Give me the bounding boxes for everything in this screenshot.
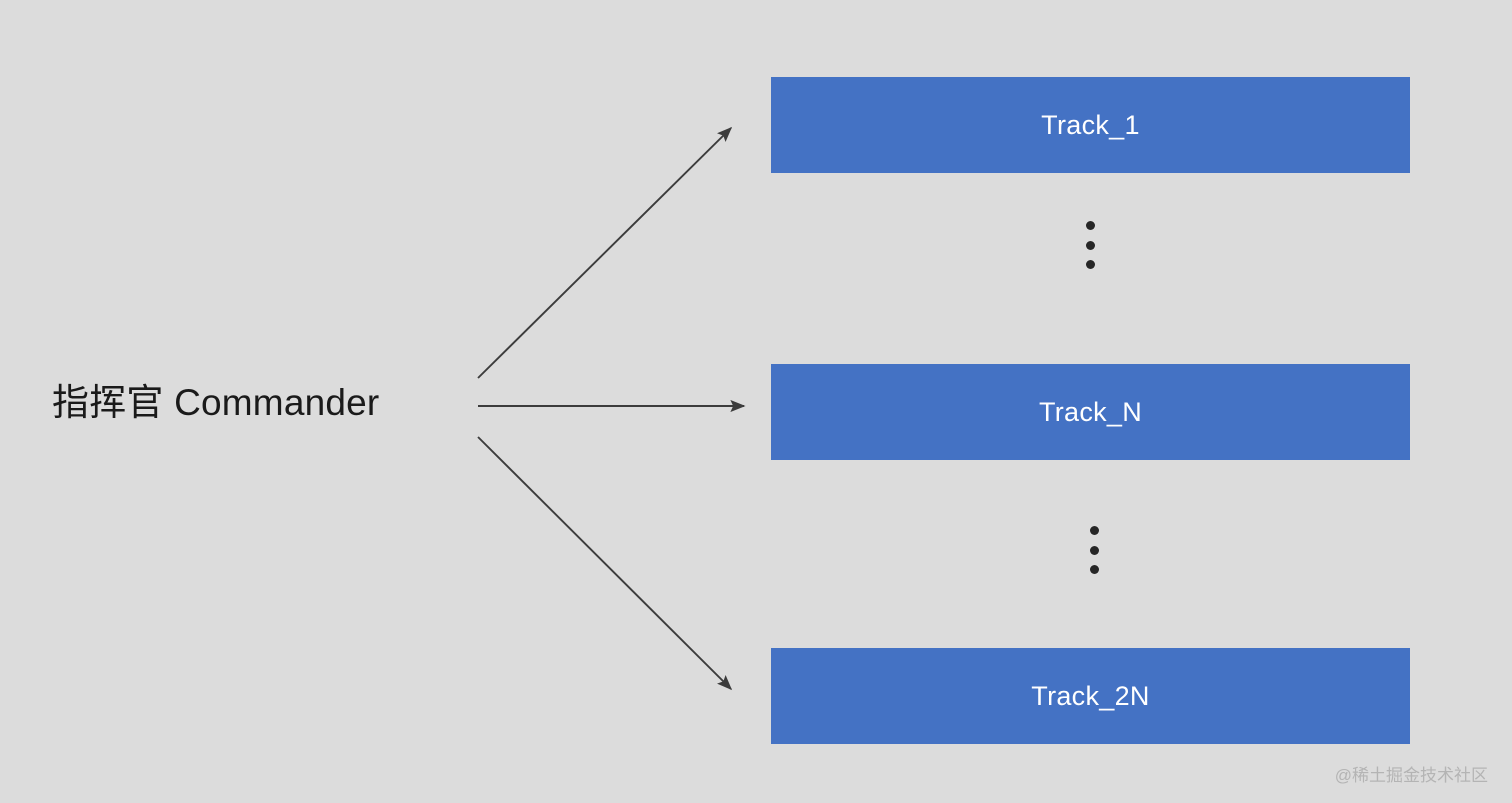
commander-node-label: 指挥官 Commander <box>52 382 380 423</box>
ellipsis-dot <box>1085 221 1095 230</box>
ellipsis-dot <box>1085 260 1095 269</box>
track-box-track-n[interactable]: Track_N <box>771 364 1410 460</box>
track-box-label: Track_1 <box>1041 110 1140 140</box>
track-box-label: Track_N <box>1038 397 1143 427</box>
track-box-track-2n[interactable]: Track_2N <box>771 648 1410 744</box>
ellipsis-dot <box>1089 545 1099 555</box>
track-box-label: Track_2N <box>1031 681 1150 711</box>
ellipsis-dot <box>1089 565 1099 574</box>
arrow-to-track-2n <box>477 436 733 691</box>
vertical-ellipsis-icon-bottom <box>1087 526 1101 574</box>
ellipsis-dot <box>1089 526 1099 535</box>
watermark: @稀土掘金技术社区 <box>1334 766 1488 785</box>
vertical-ellipsis-icon-top <box>1083 221 1097 269</box>
track-box-track-1[interactable]: Track_1 <box>771 77 1410 173</box>
arrow-to-track-1 <box>477 126 733 379</box>
ellipsis-dot <box>1085 240 1095 250</box>
